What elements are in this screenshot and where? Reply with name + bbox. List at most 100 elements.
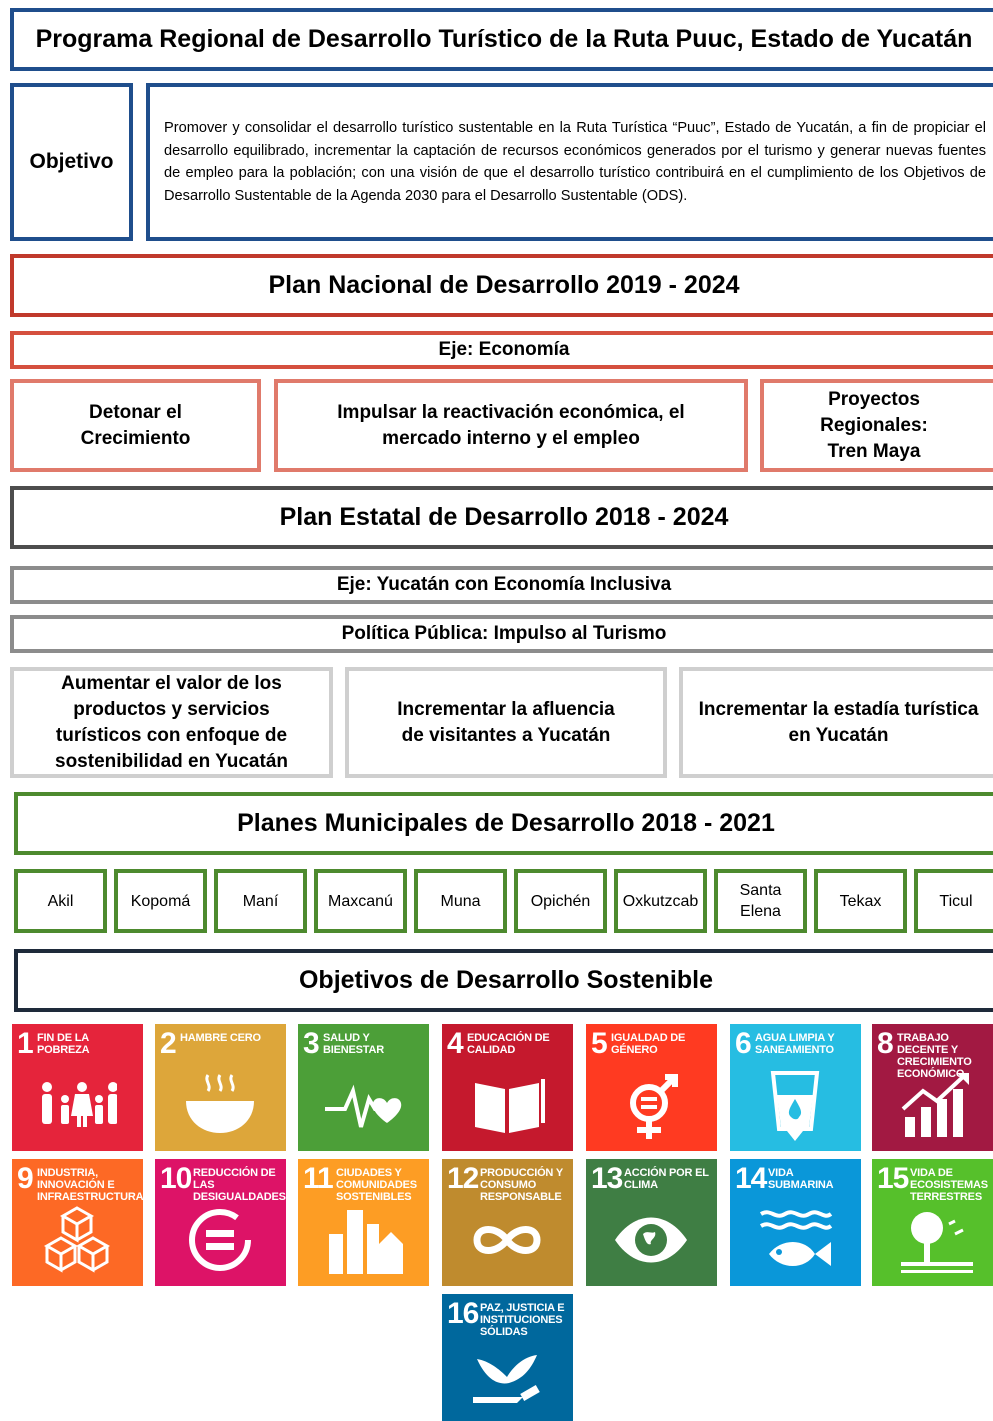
ped-axis-box: Eje: Yucatán con Economía Inclusiva xyxy=(10,566,993,604)
sdg-number: 9 xyxy=(17,1162,34,1195)
sdg-number: 10 xyxy=(160,1162,192,1195)
municipality-box: Akil xyxy=(14,869,107,933)
pnd-item-box: Impulsar la reactivación económica, el m… xyxy=(274,379,748,472)
water-glass-icon xyxy=(770,1071,820,1141)
equals-icon xyxy=(189,1209,251,1271)
municipality-name: Ticul xyxy=(939,892,973,910)
sdg-tile-3: 3Salud y bienestar xyxy=(298,1024,429,1151)
growth-chart-icon xyxy=(901,1073,969,1137)
sdg-tile-16: 16Paz, justicia e instituciones sólidas xyxy=(442,1294,573,1421)
sdg-label: Educación de calidad xyxy=(467,1032,550,1056)
sdg-number: 4 xyxy=(447,1027,464,1060)
pnd-axis-box: Eje: Economía xyxy=(10,331,993,369)
dove-icon xyxy=(473,1355,540,1403)
pnd-item-1: Detonar el Crecimiento xyxy=(80,401,191,449)
sdg-tile-10: 10Reducción de las desigualdades xyxy=(155,1159,286,1286)
infinity-icon xyxy=(473,1226,541,1254)
bowl-icon xyxy=(186,1074,254,1133)
ods-title: Objetivos de Desarrollo Sostenible xyxy=(298,966,713,994)
objective-text: Promover y consolidar el desarrollo turí… xyxy=(164,120,986,204)
municipality-box: Opichén xyxy=(514,869,607,933)
pnd-item-2: Impulsar la reactivación económica, el m… xyxy=(337,401,685,449)
objective-label-box: Objetivo xyxy=(10,83,133,241)
municipality-name: Oxkutzcab xyxy=(622,892,699,910)
sdg-number: 14 xyxy=(735,1162,767,1195)
municipality-name: Akil xyxy=(47,892,74,910)
objective-text-box: Promover y consolidar el desarrollo turí… xyxy=(146,83,993,241)
sdg-number: 11 xyxy=(303,1162,334,1195)
objective-label: Objetivo xyxy=(29,150,114,173)
municipality-box: Oxkutzcab xyxy=(614,869,707,933)
sdg-tile-1: 1Fin de la pobreza xyxy=(12,1024,143,1151)
pnd-item-3: Proyectos Regionales: Tren Maya xyxy=(820,388,928,462)
book-icon xyxy=(475,1079,545,1133)
municipality-box: Kopomá xyxy=(114,869,207,933)
sdg-tile-9: 9Industria, innovación e infraestructura xyxy=(12,1159,143,1286)
ped-policy: Política Pública: Impulso al Turismo xyxy=(341,623,667,644)
sdg-tile-11: 11Ciudades y comunidades sostenibles xyxy=(298,1159,429,1286)
ped-title-box: Plan Estatal de Desarrollo 2018 - 2024 xyxy=(10,486,993,549)
sdg-label: Hambre cero xyxy=(180,1032,261,1044)
municipality-name: Kopomá xyxy=(130,892,191,910)
sdg-tile-2: 2Hambre cero xyxy=(155,1024,286,1151)
ped-axis: Eje: Yucatán con Economía Inclusiva xyxy=(336,574,672,595)
pnd-axis: Eje: Economía xyxy=(438,339,570,360)
sdg-label: Ciudades y comunidades sostenibles xyxy=(336,1167,417,1203)
sdg-tile-13: 13Acción por el clima xyxy=(586,1159,717,1286)
sdg-number: 12 xyxy=(447,1162,479,1195)
sdg-number: 1 xyxy=(17,1027,34,1060)
sdg-number: 5 xyxy=(591,1027,608,1060)
family-icon xyxy=(42,1082,117,1127)
sdg-number: 6 xyxy=(735,1027,752,1060)
sdg-tile-8: 8Trabajo decente y crecimiento económico xyxy=(872,1024,993,1151)
sdg-label: Acción por el clima xyxy=(624,1167,709,1191)
sdg-tile-14: 14Vida submarina xyxy=(730,1159,861,1286)
municipality-name: Santa Elena xyxy=(739,882,782,920)
sdg-label: Salud y bienestar xyxy=(323,1032,384,1056)
municipality-box: Tekax xyxy=(814,869,907,933)
sdg-tile-5: 5Igualdad de género xyxy=(586,1024,717,1151)
ped-item-3: Incrementar la estadía turística en Yuca… xyxy=(698,698,979,746)
municipality-name: Maní xyxy=(242,892,279,910)
city-icon xyxy=(329,1210,403,1274)
heartbeat-icon xyxy=(325,1084,402,1128)
cubes-icon xyxy=(43,1206,111,1273)
sdg-label: Producción y consumo responsable xyxy=(480,1167,563,1203)
tree-icon xyxy=(901,1212,973,1273)
sdg-label: Vida de ecosistemas terrestres xyxy=(910,1167,988,1203)
sdg-label: Fin de la pobreza xyxy=(37,1032,90,1056)
sdg-tile-4: 4Educación de calidad xyxy=(442,1024,573,1151)
ped-item-1: Aumentar el valor de los productos y ser… xyxy=(55,672,288,772)
gender-icon xyxy=(630,1074,678,1139)
municipality-box: Maxcanú xyxy=(314,869,407,933)
municipality-name: Maxcanú xyxy=(328,892,393,910)
ped-title: Plan Estatal de Desarrollo 2018 - 2024 xyxy=(279,503,729,531)
municipality-name: Muna xyxy=(440,892,481,910)
sdg-number: 8 xyxy=(877,1027,894,1060)
sdg-label: Industria, innovación e infraestructura xyxy=(37,1167,143,1203)
sdg-tile-15: 15Vida de ecosistemas terrestres xyxy=(872,1159,993,1286)
sdg-label: Reducción de las desigualdades xyxy=(193,1167,286,1203)
sdg-number: 16 xyxy=(447,1297,479,1330)
pnd-title-box: Plan Nacional de Desarrollo 2019 - 2024 xyxy=(10,254,993,317)
sdg-tile-12: 12Producción y consumo responsable xyxy=(442,1159,573,1286)
municipality-box: Ticul xyxy=(914,869,993,933)
fish-icon xyxy=(759,1210,833,1266)
pnd-title: Plan Nacional de Desarrollo 2019 - 2024 xyxy=(268,271,740,299)
sdg-number: 3 xyxy=(303,1027,320,1060)
sdg-label: Agua limpia y saneamiento xyxy=(755,1032,835,1056)
ods-title-box: Objetivos de Desarrollo Sostenible xyxy=(14,949,993,1012)
municipality-name: Tekax xyxy=(839,892,882,910)
municipality-box: Muna xyxy=(414,869,507,933)
municipality-box: Maní xyxy=(214,869,307,933)
ped-item-box: Incrementar la estadía turística en Yuca… xyxy=(679,667,993,778)
pnd-item-box: Detonar el Crecimiento xyxy=(10,379,261,472)
ped-item-box: Incrementar la afluencia de visitantes a… xyxy=(345,667,667,778)
main-title: Programa Regional de Desarrollo Turístic… xyxy=(10,8,993,71)
sdg-label: Vida submarina xyxy=(768,1167,834,1191)
eye-globe-icon xyxy=(615,1217,687,1263)
sdg-number: 13 xyxy=(591,1162,623,1195)
municipality-box: Santa Elena xyxy=(714,869,807,933)
sdg-label: Paz, justicia e instituciones sólidas xyxy=(480,1302,565,1338)
municipality-name: Opichén xyxy=(530,892,591,910)
